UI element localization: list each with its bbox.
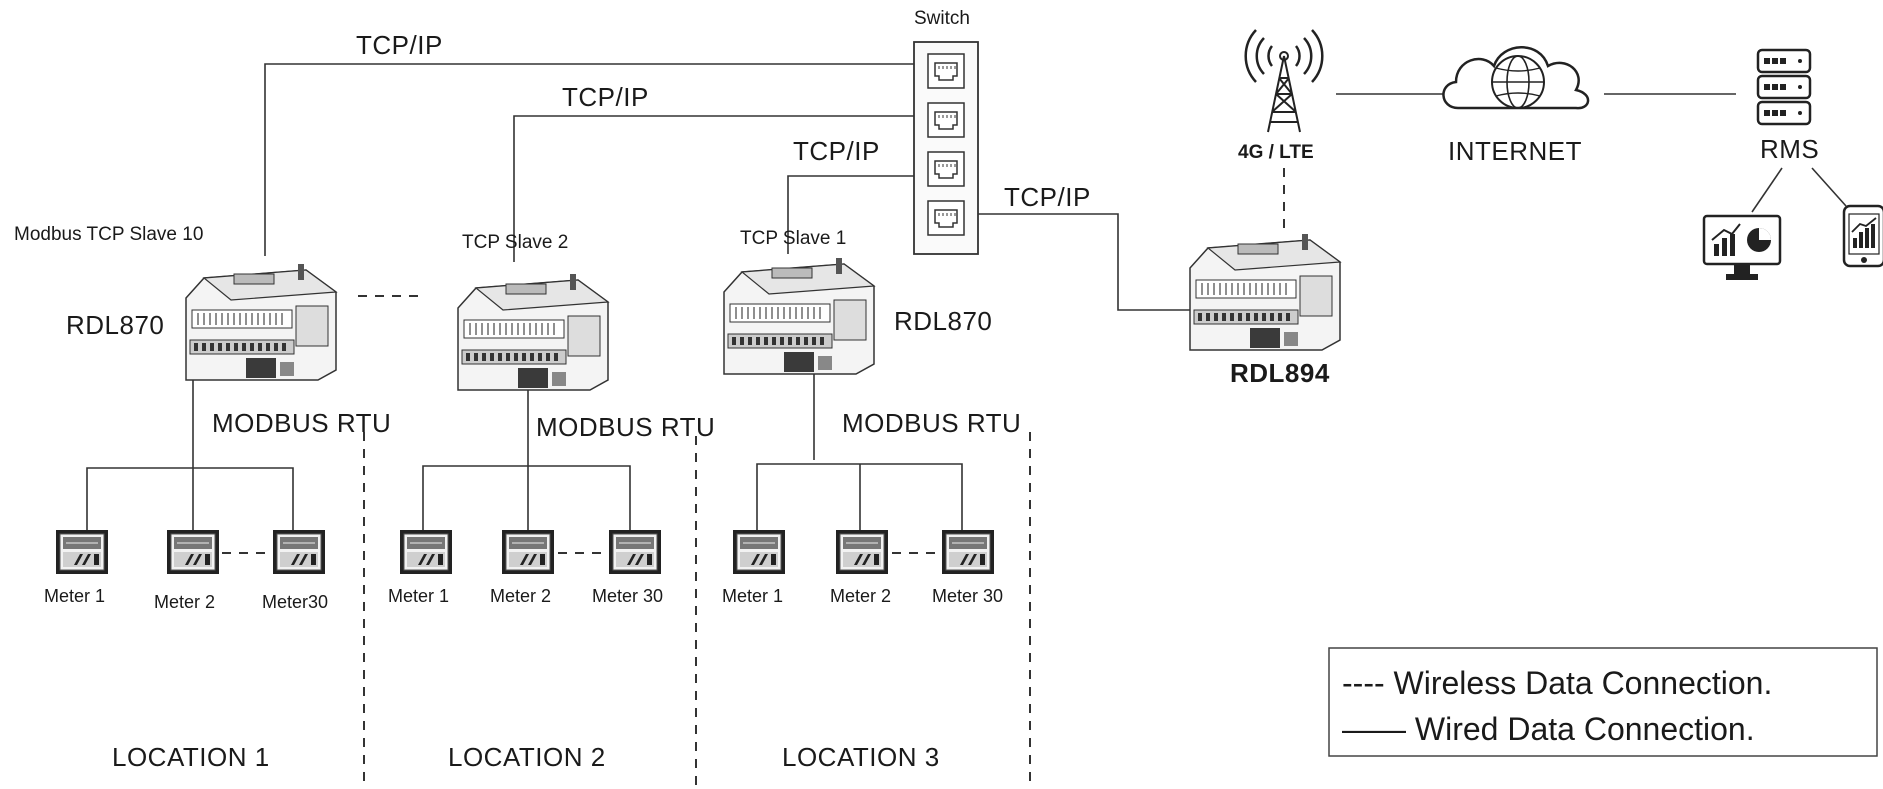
meter-label-location3-30: Meter 30	[932, 586, 1003, 606]
device-label-location3: RDL870	[894, 306, 992, 336]
meter-label-location2-2: Meter 2	[490, 586, 551, 606]
switch-label: Switch	[914, 8, 970, 29]
location-label-1: LOCATION 1	[112, 742, 270, 772]
meter-location2-1	[399, 529, 453, 575]
meter-location1-2	[166, 529, 220, 575]
tcp-label-location3: TCP/IP	[793, 136, 880, 166]
legend-wireless: ---- Wireless Data Connection.	[1342, 665, 1772, 701]
meter-label-location1-30: Meter30	[262, 592, 328, 612]
mobile-phone-icon	[1842, 204, 1883, 268]
location-label-2: LOCATION 2	[448, 742, 606, 772]
switch-port-2	[927, 102, 965, 138]
rtu-bus-location1	[86, 467, 294, 530]
rms-label: RMS	[1760, 134, 1819, 164]
rdl870-device-location1	[185, 263, 337, 381]
tcp-label-location1: TCP/IP	[356, 30, 443, 60]
rtu-bus-location3	[756, 463, 963, 530]
slave-label-location2: TCP Slave 2	[462, 232, 568, 253]
internet-label: INTERNET	[1448, 136, 1582, 166]
meter-label-location2-30: Meter 30	[592, 586, 663, 606]
meter-label-location3-2: Meter 2	[830, 586, 891, 606]
bus-label-location3: MODBUS RTU	[842, 408, 1021, 438]
rdl894-device	[1189, 233, 1341, 351]
server-rack-icon	[1756, 48, 1812, 126]
meter-location3-1	[732, 529, 786, 575]
tcp-link-location3	[787, 175, 914, 254]
legend-wired: —— Wired Data Connection.	[1342, 711, 1755, 747]
tcp-link-location2	[513, 115, 914, 262]
switch-port-4	[927, 200, 965, 236]
location-label-3: LOCATION 3	[782, 742, 940, 772]
tcp-label-location2: TCP/IP	[562, 82, 649, 112]
device-label-location1: RDL870	[66, 310, 164, 340]
dashboard-monitor-icon	[1702, 214, 1782, 280]
internet-globe-icon	[1442, 46, 1590, 110]
meter-label-location1-1: Meter 1	[44, 586, 105, 606]
meter-location1-1	[55, 529, 109, 575]
switch-port-1	[927, 53, 965, 89]
bus-label-location1: MODBUS RTU	[212, 408, 391, 438]
meter-location2-2	[501, 529, 555, 575]
tower-label: 4G / LTE	[1238, 142, 1314, 163]
meter-location1-30	[272, 529, 326, 575]
rtu-bus-location2	[422, 465, 631, 530]
link-rms-phone	[1811, 167, 1847, 207]
cell-tower-icon	[1244, 29, 1324, 133]
meter-label-location1-2: Meter 2	[154, 592, 215, 612]
gateway-label: RDL894	[1230, 358, 1330, 388]
rdl870-device-location3	[723, 257, 875, 375]
slave-label-location3: TCP Slave 1	[740, 228, 846, 249]
link-rms-monitor	[1751, 167, 1783, 213]
meter-label-location2-1: Meter 1	[388, 586, 449, 606]
bus-label-location2: MODBUS RTU	[536, 412, 715, 442]
rdl870-device-location2	[457, 273, 609, 391]
legend-box	[1328, 647, 1878, 757]
tcp-label-rdl894: TCP/IP	[1004, 182, 1091, 212]
switch-port-3	[927, 151, 965, 187]
tcp-link-rdl894	[978, 213, 1194, 311]
tcp-link-location1	[264, 63, 914, 256]
slave-label-location1: Modbus TCP Slave 10	[14, 224, 203, 245]
meter-location3-2	[835, 529, 889, 575]
meter-location3-30	[941, 529, 995, 575]
meter-label-location3-1: Meter 1	[722, 586, 783, 606]
meter-location2-30	[608, 529, 662, 575]
